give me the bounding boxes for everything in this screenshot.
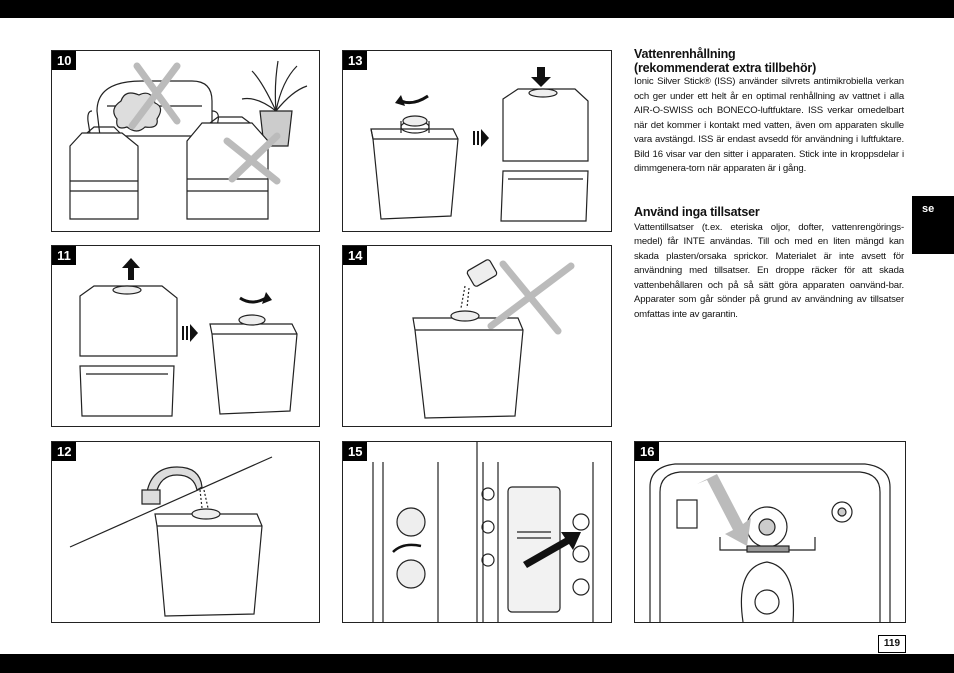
figure-11: 11 (51, 245, 320, 427)
rotate-arrow-icon (395, 94, 429, 106)
cross-mark-icon (128, 62, 281, 185)
triple-arrow-icon (182, 324, 198, 342)
section-subheading: (rekommenderat extra tillbehör) (634, 60, 817, 75)
bottom-bar (0, 654, 954, 673)
rotate-arrow-icon (239, 292, 272, 304)
figure-15: 15 (342, 441, 612, 623)
figure-number: 15 (343, 442, 368, 461)
no-additives-section: Använd inga tillsatser Vattentillsatser … (634, 205, 904, 322)
figure-16: 16 (634, 441, 906, 623)
rotate-arrow-icon (392, 543, 422, 553)
tank-removal-illustration (79, 258, 298, 417)
section-body: Ionic Silver Stick® (ISS) använder silvr… (634, 76, 904, 174)
figure-number: 12 (52, 442, 77, 461)
arrow-down-icon (531, 67, 551, 87)
ionic-silver-stick-location-illustration (649, 463, 891, 622)
section-heading: Använd inga tillsatser (634, 205, 760, 219)
figure-number: 14 (343, 246, 368, 265)
water-hygiene-section: Vattenrenhållning (rekommenderat extra t… (634, 47, 904, 177)
section-body: Vattentillsatser (t.ex. eteriska oljor, … (634, 221, 904, 320)
cross-mark-icon (487, 260, 575, 335)
page-number: 119 (878, 635, 906, 653)
humidifier-placement-illustration (69, 60, 308, 220)
figure-number: 16 (635, 442, 660, 461)
pointer-arrow-icon (697, 474, 751, 546)
top-bar (0, 0, 954, 18)
figure-12: 12 (51, 441, 320, 623)
figure-14: 14 (342, 245, 612, 427)
no-additives-illustration (412, 259, 575, 419)
pointer-arrow-icon (523, 532, 581, 568)
triple-arrow-icon (473, 129, 489, 147)
section-heading: Vattenrenhållning (634, 47, 736, 61)
figure-number: 11 (52, 246, 76, 265)
figure-number: 13 (343, 51, 368, 70)
tap-filling-illustration (69, 456, 273, 617)
figure-10: 10 (51, 50, 320, 232)
language-tab: se (912, 196, 954, 254)
figure-13: 13 (342, 50, 612, 232)
control-panel-illustration (372, 442, 594, 622)
figure-number: 10 (52, 51, 77, 70)
tank-refill-illustration (370, 67, 589, 222)
arrow-up-icon (122, 258, 140, 280)
